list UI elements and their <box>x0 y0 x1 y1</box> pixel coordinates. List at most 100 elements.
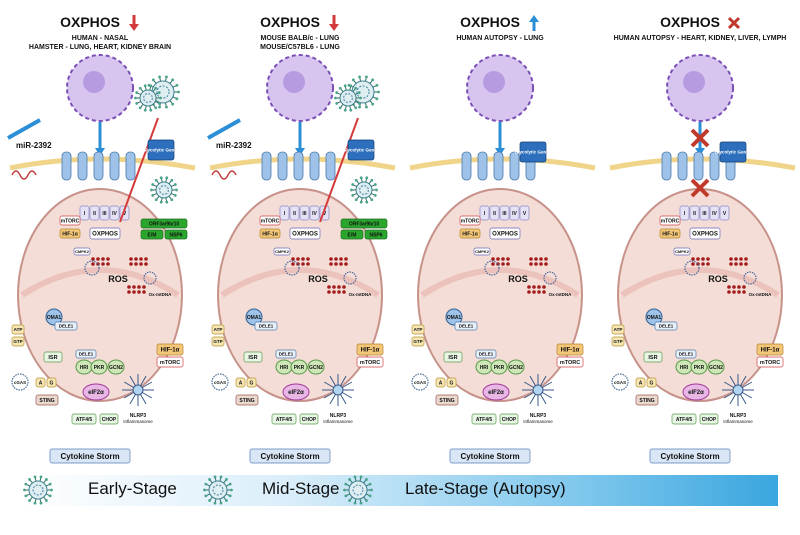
glycolytic-genes-label-box <box>519 141 547 163</box>
kinase-label: GCN2 <box>109 365 123 371</box>
panel-subtitle-2: MOUSE/C57BL6 - LUNG <box>260 44 340 51</box>
oma1-label: OMA1 <box>447 315 462 321</box>
sting-label-box <box>435 394 459 406</box>
cmpk2-label: CMPK2 <box>75 249 90 254</box>
a-label: A <box>39 380 43 386</box>
cmpk2-label-box <box>273 247 291 256</box>
mir-label: miR-2392 <box>216 141 252 150</box>
panel-title: OXPHOS <box>0 14 200 32</box>
kinase-icon <box>107 359 125 375</box>
panel-subtitle-2: HAMSTER - LUNG, HEART, KIDNEY BRAIN <box>28 44 172 51</box>
oma1-icon <box>445 308 463 326</box>
ros-particle <box>532 285 536 289</box>
complex-label-box <box>299 205 310 221</box>
virus-icon <box>150 176 178 204</box>
ros-particle <box>332 285 336 289</box>
chop-label-box <box>299 413 319 425</box>
stage-late-label: Late-Stage (Autopsy) <box>405 479 566 498</box>
nlrp3-label: NLRP3 <box>530 413 547 419</box>
complex-label: II <box>493 211 496 217</box>
orf-label: ORF3a/9b/10 <box>149 221 180 227</box>
complex-label-box <box>519 205 530 221</box>
gtp-label: GTP <box>13 339 22 344</box>
cmpk2-label: CMPK2 <box>675 249 690 254</box>
pathway-panel: OXPHOS MOUSE BALB/c - LUNG MOUSE/C57BL6 … <box>200 0 400 470</box>
ros-particle <box>301 257 305 261</box>
eif-label: eIF2α <box>488 390 504 396</box>
mtorc-right-label-box <box>156 356 184 368</box>
ros-particle <box>334 262 338 266</box>
ros-particle <box>342 290 346 294</box>
ros-label: ROS <box>308 274 328 284</box>
dele1-label: DELE1 <box>59 324 74 329</box>
oxphos-label-box <box>489 227 521 240</box>
kinase-icon <box>507 359 525 375</box>
oxphos-label: OXPHOS <box>292 232 318 238</box>
complex-label: II <box>293 211 296 217</box>
mtorc-right-label-box <box>356 356 384 368</box>
receptor-icon <box>77 151 88 181</box>
gtp-label-box <box>211 336 225 347</box>
ros-particle <box>542 285 546 289</box>
atf-label-box <box>471 413 497 425</box>
g-label-box <box>46 377 57 388</box>
mtorc-right-label-box <box>556 356 584 368</box>
panel-subtitle-1: HUMAN AUTOPSY - LUNG <box>456 35 544 42</box>
cross-icon <box>727 17 740 30</box>
ros-particle <box>91 262 95 266</box>
kinase-label: HRI <box>80 365 89 371</box>
ros-particle <box>339 257 343 261</box>
virus-icon <box>134 84 162 112</box>
stage-bar <box>18 475 778 506</box>
inflammasome-label: Inflammasome <box>723 419 753 424</box>
sting-label: STING <box>239 398 254 404</box>
receptor-icon <box>709 151 720 181</box>
atp-label: ATP <box>14 327 23 332</box>
virus-icon <box>350 176 378 204</box>
ros-particle <box>301 262 305 266</box>
ros-particle <box>129 257 133 261</box>
complex-label-box <box>679 205 690 221</box>
ros-particle <box>729 262 733 266</box>
nlrp3-label: NLRP3 <box>330 413 347 419</box>
cytokine-storm-label: Cytokine Storm <box>260 452 319 461</box>
complex-label-box <box>99 205 110 221</box>
atf-label-box <box>671 413 697 425</box>
ros-particle <box>142 290 146 294</box>
ros-particle <box>539 257 543 261</box>
nsp-label: NSP6 <box>169 232 182 238</box>
complex-label: I <box>484 211 486 217</box>
glycolytic-genes-label: Glycolytic Genes <box>515 150 552 155</box>
kinase-icon <box>690 359 708 375</box>
receptor-icon <box>677 151 688 181</box>
complex-label-box <box>89 205 100 221</box>
complex-label-box <box>309 205 320 221</box>
eif-icon <box>282 383 310 401</box>
ros-particle <box>344 262 348 266</box>
complex-label: II <box>93 211 96 217</box>
glycolytic-genes-label: Glycolytic Genes <box>343 148 380 153</box>
atp-label: ATP <box>614 327 623 332</box>
hif-right-label: HIF-1α <box>561 348 580 354</box>
mtorc-label-box <box>59 215 81 226</box>
oxphos-label: OXPHOS <box>692 232 718 238</box>
kinase-label: PKR <box>294 365 305 371</box>
blocked-icon <box>690 128 710 148</box>
gtp-label: GTP <box>213 339 222 344</box>
a-label-box <box>235 377 246 388</box>
mtorc-right-label: mTORC <box>760 360 780 366</box>
complex-label: V <box>523 211 527 217</box>
dele1-lower-label: DELE1 <box>279 352 294 357</box>
hif-label-box <box>459 228 481 239</box>
ros-particle <box>534 257 538 261</box>
eif-label: eIF2α <box>88 390 104 396</box>
ros-particle <box>532 290 536 294</box>
ros-particle <box>744 257 748 261</box>
ros-particle <box>729 257 733 261</box>
ros-particle <box>139 262 143 266</box>
dele1-label: DELE1 <box>459 324 474 329</box>
em-label: E/M <box>348 232 357 238</box>
ros-particle <box>144 262 148 266</box>
atp-label-box <box>411 324 425 335</box>
